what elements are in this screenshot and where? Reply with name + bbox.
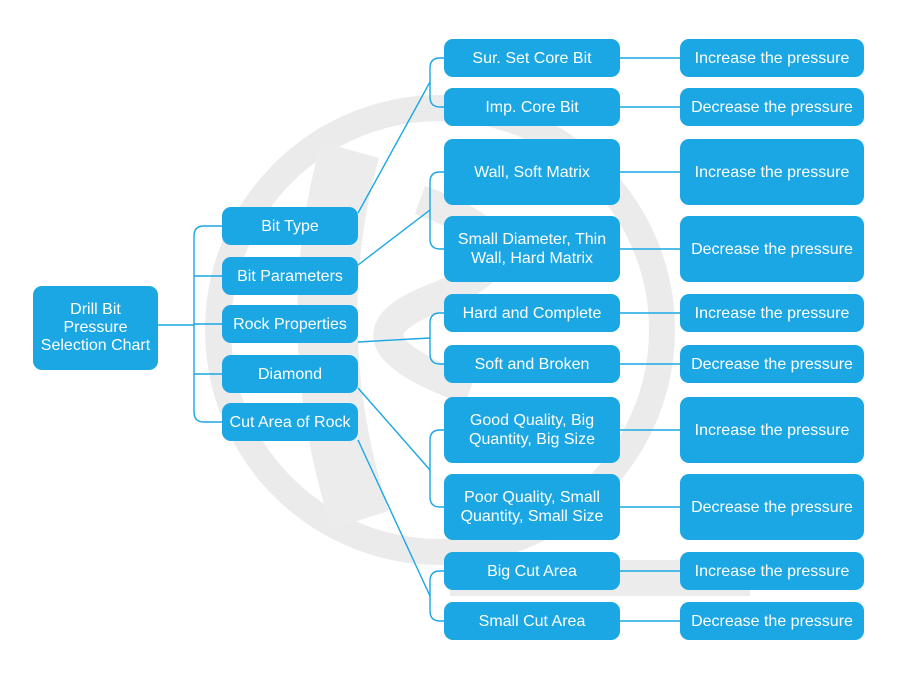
option-wall-soft-matrix: Wall, Soft Matrix	[444, 139, 620, 205]
root-node: Drill Bit Pressure Selection Chart	[33, 286, 158, 370]
result-decrease-pressure: Decrease the pressure	[680, 474, 864, 540]
result-increase-pressure: Increase the pressure	[680, 552, 864, 590]
option-good-quality: Good Quality, Big Quantity, Big Size	[444, 397, 620, 463]
option-big-cut-area: Big Cut Area	[444, 552, 620, 590]
category-cut-area: Cut Area of Rock	[222, 403, 358, 441]
option-soft-broken: Soft and Broken	[444, 345, 620, 383]
result-increase-pressure: Increase the pressure	[680, 139, 864, 205]
category-bit-parameters: Bit Parameters	[222, 257, 358, 295]
result-decrease-pressure: Decrease the pressure	[680, 345, 864, 383]
option-sur-set-core-bit: Sur. Set Core Bit	[444, 39, 620, 77]
result-decrease-pressure: Decrease the pressure	[680, 602, 864, 640]
option-imp-core-bit: Imp. Core Bit	[444, 88, 620, 126]
option-small-diameter: Small Diameter, Thin Wall, Hard Matrix	[444, 216, 620, 282]
category-bit-type: Bit Type	[222, 207, 358, 245]
result-decrease-pressure: Decrease the pressure	[680, 88, 864, 126]
result-increase-pressure: Increase the pressure	[680, 39, 864, 77]
category-rock-properties: Rock Properties	[222, 305, 358, 343]
option-small-cut-area: Small Cut Area	[444, 602, 620, 640]
result-increase-pressure: Increase the pressure	[680, 397, 864, 463]
option-poor-quality: Poor Quality, Small Quantity, Small Size	[444, 474, 620, 540]
result-increase-pressure: Increase the pressure	[680, 294, 864, 332]
result-decrease-pressure: Decrease the pressure	[680, 216, 864, 282]
category-diamond: Diamond	[222, 355, 358, 393]
option-hard-complete: Hard and Complete	[444, 294, 620, 332]
